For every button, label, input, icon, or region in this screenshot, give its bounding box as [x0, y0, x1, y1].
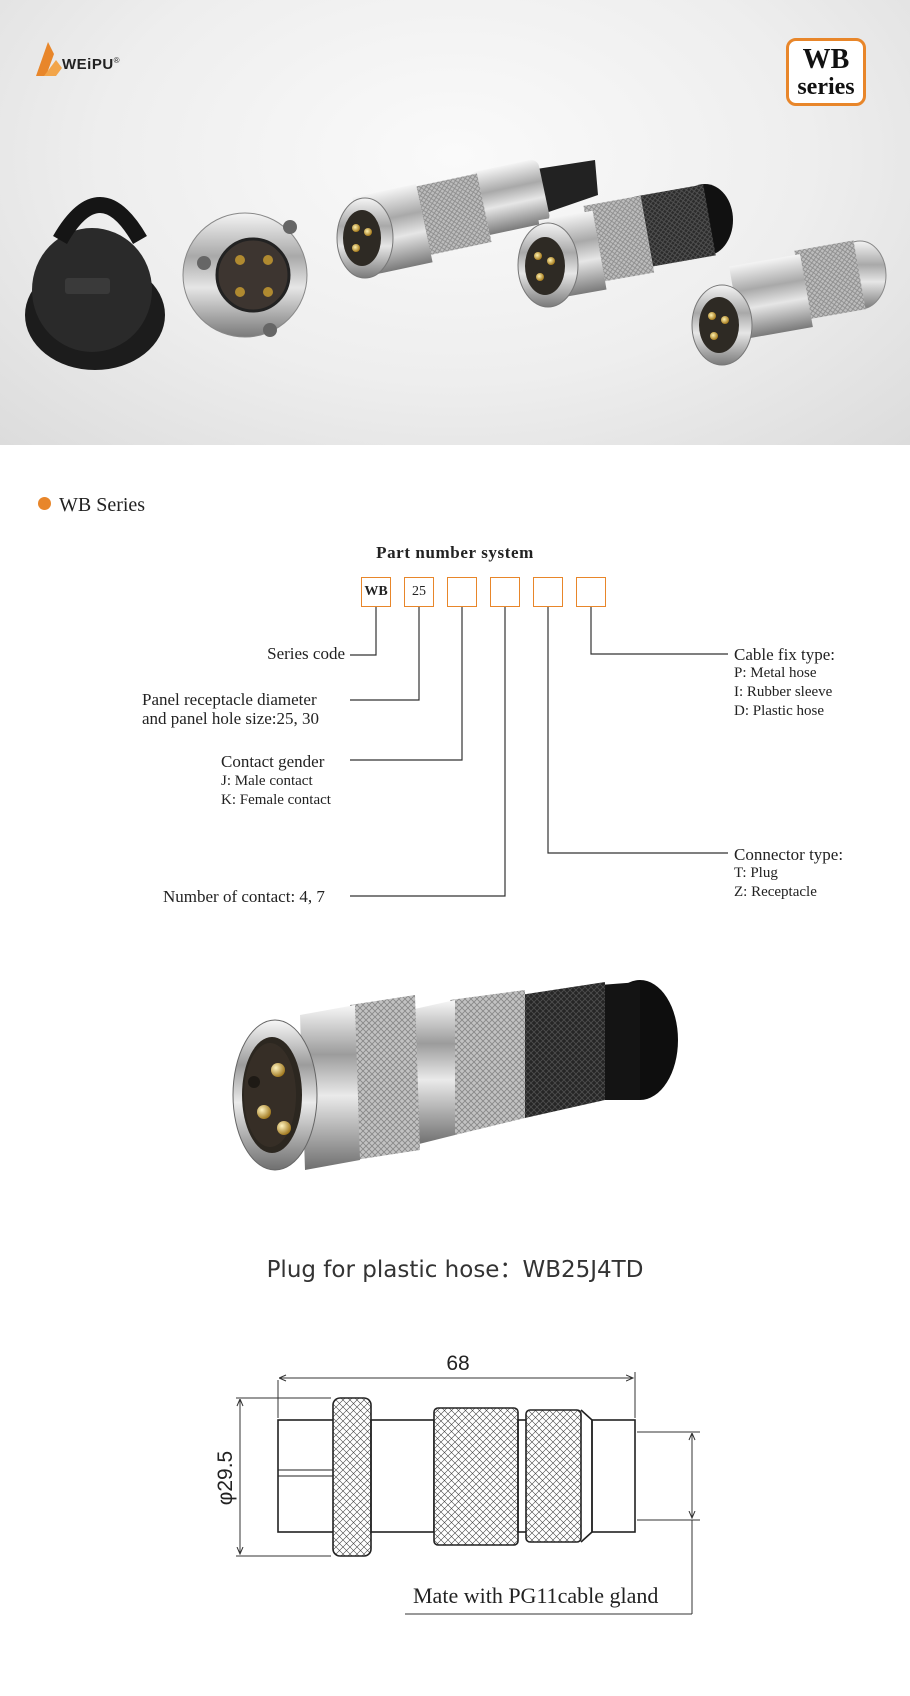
label-connector-title: Connector type: — [734, 845, 844, 864]
label-cable-title: Cable fix type: — [734, 645, 836, 664]
pn-box-diameter: 25 — [404, 577, 434, 607]
label-series-code: Series code — [267, 644, 345, 663]
badge-line1: WB — [802, 44, 850, 75]
pn-box-series: WB — [361, 577, 391, 607]
label-gender-k: K: Female contact — [221, 792, 331, 808]
label-connector-t: T: Plug — [734, 865, 778, 881]
label-contacts: Number of contact: 4, 7 — [163, 887, 325, 906]
label-gender-title: Contact gender — [221, 752, 325, 771]
label-cable-p: P: Metal hose — [734, 665, 817, 681]
panel-receptacle-image — [182, 212, 308, 338]
section-title: WB Series — [38, 494, 145, 517]
brand-logo-text: WEiPU® — [62, 56, 121, 73]
hero-banner: WEiPU® WB series — [0, 0, 910, 445]
dimension-diameter-label: φ29.5 — [214, 1451, 237, 1506]
label-connector-z: Z: Receptacle — [734, 884, 817, 900]
series-badge: WB series — [786, 38, 866, 106]
bullet-dot-icon — [38, 497, 51, 510]
badge-line2: series — [797, 74, 855, 100]
label-panel-line2: and panel hole size:25, 30 — [142, 709, 320, 728]
dimension-length-label: 68 — [446, 1352, 469, 1375]
plug-rubber-sleeve-image — [691, 240, 887, 366]
pn-box-gender — [447, 577, 477, 607]
label-cable-d: D: Plastic hose — [734, 703, 824, 719]
part-number-title: Part number system — [376, 543, 534, 562]
label-panel-line1: Panel receptacle diameter — [142, 690, 317, 709]
dust-cap-image — [25, 197, 165, 370]
product-caption: Plug for plastic hose：WB25J4TD — [266, 1257, 644, 1283]
cable-gland-note: Mate with PG11cable gland — [413, 1583, 658, 1608]
pn-box-contacts — [490, 577, 520, 607]
pn-box-connector-type — [533, 577, 563, 607]
label-gender-j: J: Male contact — [221, 773, 313, 789]
label-cable-i: I: Rubber sleeve — [734, 684, 833, 700]
plug-metal-hose-image — [336, 159, 598, 279]
weipu-logo-icon — [36, 42, 62, 76]
hero-connectors-illustration — [25, 159, 887, 370]
pn-box-cable-fix — [576, 577, 606, 607]
plug-plastic-hose-image — [517, 184, 733, 308]
